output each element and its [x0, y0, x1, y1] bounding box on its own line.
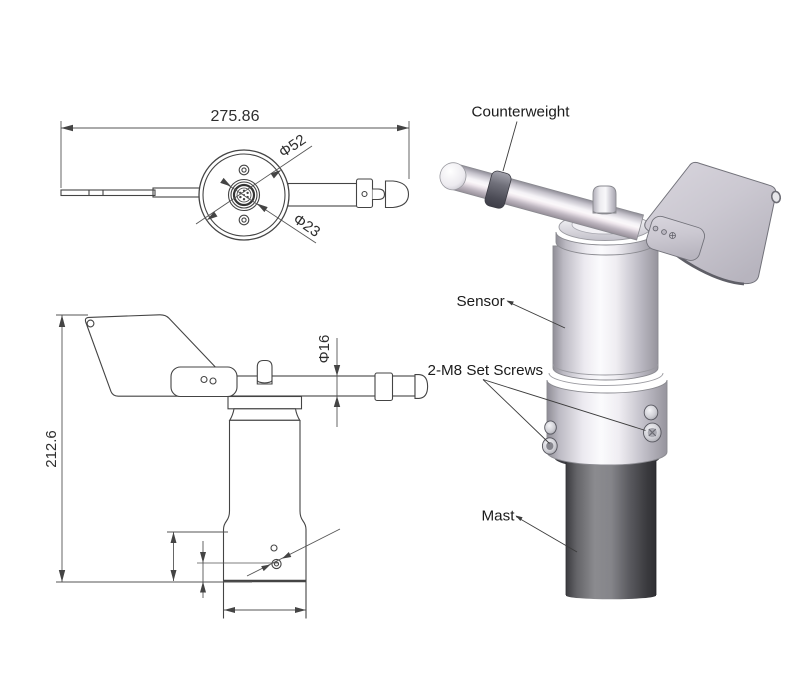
dimension-overall-height: 212.6: [43, 430, 60, 468]
callout-leaders: [482, 121, 646, 553]
arm-3d: [439, 162, 645, 241]
set-screws-3d: [541, 404, 662, 455]
dimension-body-diameter: Φ52: [276, 131, 309, 161]
mast-leader: [515, 516, 578, 553]
label-set-screws: 2-M8 Set Screws: [428, 362, 544, 379]
set-screws-leader-left: [482, 379, 550, 444]
set-screw-side: [271, 558, 282, 570]
vane-bracket-3d: [646, 215, 706, 261]
label-counterweight: Counterweight: [472, 104, 571, 121]
sensor-leader: [507, 301, 566, 329]
dimension-overall-width: 275.86: [211, 108, 260, 125]
top-view-drawing: [60, 149, 410, 241]
side-view-dimensions: [56, 314, 341, 613]
top-view-dimensions: [60, 121, 410, 244]
sensor-body-side: [222, 395, 307, 619]
mast-3d: [565, 461, 657, 600]
dimension-arm-diameter: Φ16: [316, 335, 333, 364]
connector-top: [227, 178, 261, 212]
vane-hole: [770, 190, 782, 204]
label-mast: Mast: [482, 508, 516, 525]
bearing-post-side: [256, 359, 273, 385]
bearing-post-3d: [592, 185, 617, 215]
label-sensor: Sensor: [457, 293, 505, 310]
counterweight-collar-side: [374, 372, 394, 402]
vane-tail-rod: [60, 187, 211, 198]
counterweight-arm-top: [287, 178, 410, 209]
side-view-drawing: [84, 314, 429, 619]
arm-end-cap: [439, 162, 467, 191]
counterweight-ring-3d: [484, 170, 512, 209]
set-screws-leader-right: [482, 379, 646, 431]
vane-bracket-side: [170, 366, 238, 398]
arm-tip-side: [414, 374, 429, 399]
sensor-body-3d: [546, 245, 668, 466]
counterweight-leader: [502, 121, 518, 172]
3d-render: [439, 121, 782, 600]
